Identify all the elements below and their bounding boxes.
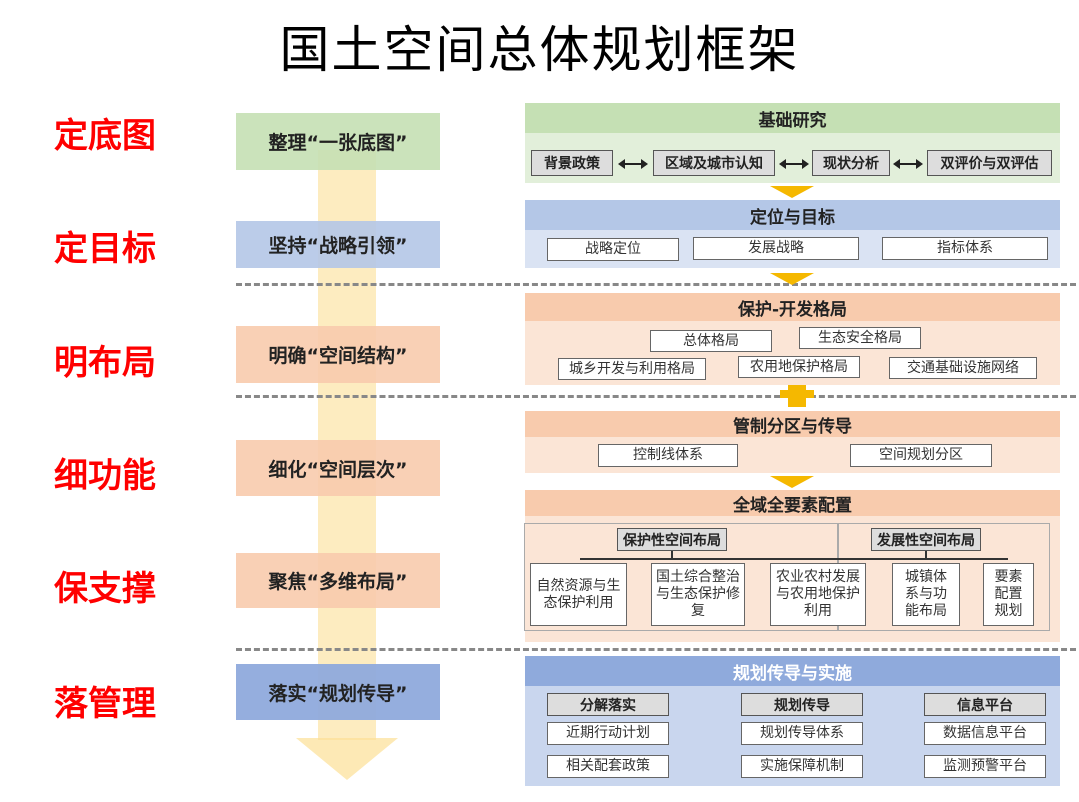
panel-implementation: 规划传导与实施 分解落实 近期行动计划 相关配套政策 规划传导 规划传导体系 实… [525, 656, 1060, 786]
implementation-item: 数据信息平台 [924, 722, 1046, 745]
implementation-item: 实施保障机制 [741, 755, 863, 778]
research-item: 双评价与双评估 [927, 150, 1052, 176]
pattern-item: 农用地保护格局 [738, 356, 860, 378]
stage-label: 定底图 [54, 116, 156, 156]
panel-title: 全域全要素配置 [525, 490, 1060, 516]
column-title: 信息平台 [924, 693, 1046, 716]
research-item: 区域及城市认知 [653, 150, 775, 176]
stage-step: 落实“规划传导” [236, 664, 440, 720]
panel-title: 规划传导与实施 [525, 656, 1060, 686]
bidirectional-arrow-icon [618, 159, 648, 169]
positioning-item: 战略定位 [547, 238, 679, 261]
panel-allocation: 全域全要素配置 保护性空间布局 发展性空间布局 自然资源与生态保护利用 国土综合… [524, 490, 1060, 642]
down-arrow-icon [770, 273, 814, 285]
down-arrow-icon [770, 186, 814, 198]
positioning-item: 指标体系 [882, 237, 1048, 260]
panel-title: 管制分区与传导 [525, 411, 1060, 437]
pattern-item: 城乡开发与利用格局 [558, 358, 706, 380]
flow-arrow-head [296, 738, 398, 780]
allocation-item: 农业农村发展与农用地保护利用 [770, 563, 866, 626]
group-title: 发展性空间布局 [871, 528, 981, 551]
plus-connector-icon [780, 390, 814, 398]
pattern-item: 总体格局 [650, 330, 772, 352]
zoning-item: 控制线体系 [598, 444, 738, 467]
stage-step: 整理“一张底图” [236, 113, 440, 170]
research-item: 现状分析 [812, 150, 890, 176]
connector-line [580, 558, 1008, 560]
column-title: 规划传导 [741, 693, 863, 716]
implementation-item: 监测预警平台 [924, 755, 1046, 778]
implementation-item: 相关配套政策 [547, 755, 669, 778]
implementation-item: 规划传导体系 [741, 722, 863, 745]
allocation-item: 自然资源与生态保护利用 [530, 563, 627, 626]
panel-pattern: 保护-开发格局 总体格局 生态安全格局 城乡开发与利用格局 农用地保护格局 交通… [525, 293, 1060, 385]
allocation-item: 国土综合整治与生态保护修复 [651, 563, 745, 626]
divider [236, 283, 1076, 286]
stage-label: 定目标 [54, 229, 156, 269]
column-title: 分解落实 [547, 693, 669, 716]
connector-line [925, 551, 927, 559]
bidirectional-arrow-icon [779, 159, 809, 169]
pattern-item: 生态安全格局 [799, 327, 921, 349]
research-item: 背景政策 [531, 150, 613, 176]
stage-label: 细功能 [54, 456, 156, 496]
group-title: 保护性空间布局 [617, 528, 727, 551]
bidirectional-arrow-icon [893, 159, 923, 169]
panel-title: 基础研究 [525, 103, 1060, 133]
stage-step: 坚持“战略引领” [236, 221, 440, 268]
stage-label: 明布局 [54, 343, 156, 383]
pattern-item: 交通基础设施网络 [889, 357, 1037, 379]
implementation-item: 近期行动计划 [547, 722, 669, 745]
down-arrow-icon [770, 476, 814, 488]
panel-positioning: 定位与目标 战略定位 发展战略 指标体系 [525, 200, 1060, 268]
stage-step: 细化“空间层次” [236, 440, 440, 496]
panel-research: 基础研究 背景政策 区域及城市认知 现状分析 双评价与双评估 [525, 103, 1060, 183]
panel-zoning: 管制分区与传导 控制线体系 空间规划分区 [525, 411, 1060, 473]
divider [236, 395, 1076, 398]
panel-title: 定位与目标 [525, 200, 1060, 230]
page-title: 国土空间总体规划框架 [279, 21, 800, 79]
stage-step: 明确“空间结构” [236, 326, 440, 383]
divider [236, 648, 1076, 651]
zoning-item: 空间规划分区 [850, 444, 992, 467]
stage-label: 保支撑 [54, 569, 156, 609]
allocation-item: 要素配置规划 [983, 563, 1034, 626]
stage-step: 聚焦“多维布局” [236, 553, 440, 608]
panel-title: 保护-开发格局 [525, 293, 1060, 321]
connector-line [671, 551, 673, 559]
positioning-item: 发展战略 [693, 237, 859, 260]
allocation-item: 城镇体系与功能布局 [892, 563, 960, 626]
stage-label: 落管理 [54, 684, 156, 724]
